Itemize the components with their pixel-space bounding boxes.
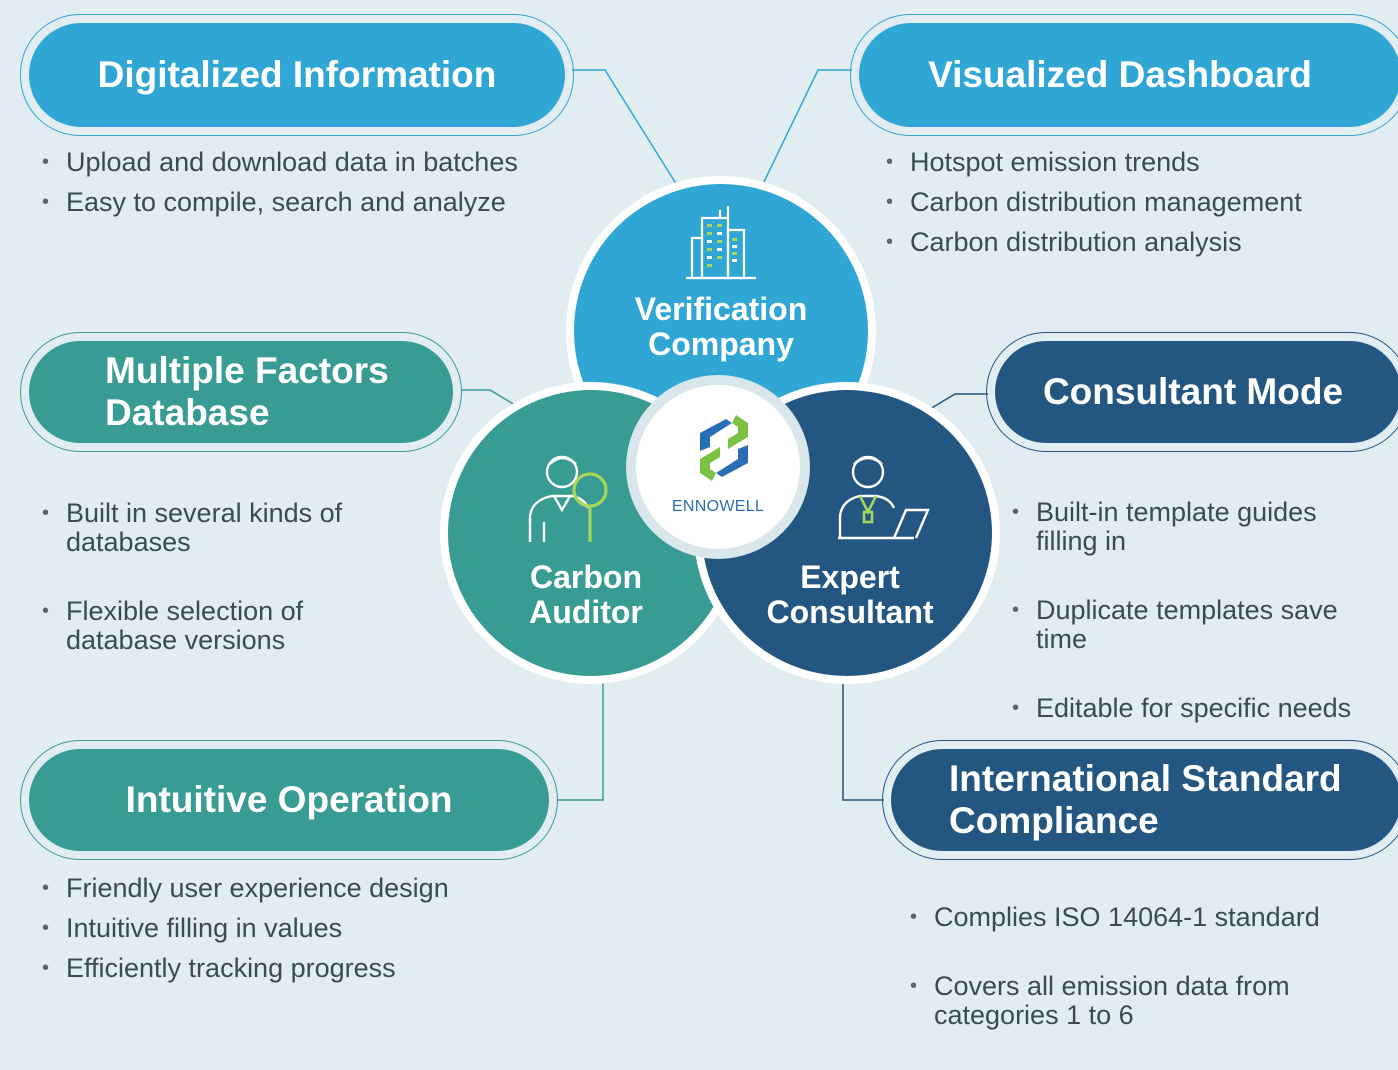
consultant-mode-title: Consultant Mode bbox=[1042, 371, 1344, 412]
bullet-item: Easy to compile, search and analyze bbox=[42, 188, 518, 218]
digitalized-information-pill: Digitalized Information bbox=[20, 14, 574, 136]
bullet-item: Editable for specific needs bbox=[1012, 694, 1351, 724]
magnifier-person-icon bbox=[528, 455, 608, 542]
bullet-item: Intuitive filling in values bbox=[42, 914, 449, 944]
multiple-factors-bullets: Built in several kinds of databases Flex… bbox=[42, 470, 342, 695]
bullet-item: Friendly user experience design bbox=[42, 874, 449, 904]
international-standard-pill: International Standard Compliance bbox=[882, 740, 1398, 860]
building-icon bbox=[686, 206, 756, 280]
laptop-person-icon bbox=[838, 455, 930, 540]
ennowell-logo-text: ENNOWELL bbox=[671, 498, 765, 515]
multiple-factors-title: Multiple Factors Database bbox=[105, 350, 389, 433]
bullet-item: Upload and download data in batches bbox=[42, 148, 518, 178]
international-standard-title: International Standard Compliance bbox=[949, 758, 1342, 841]
connector-intuitive bbox=[558, 676, 604, 801]
visualized-dashboard-pill: Visualized Dashboard bbox=[850, 14, 1398, 136]
ennowell-logo-icon bbox=[700, 415, 748, 481]
digitalized-information-bullets: Upload and download data in batches Easy… bbox=[42, 148, 518, 228]
visualized-dashboard-title: Visualized Dashboard bbox=[928, 54, 1312, 95]
verification-company-label: Verification Company bbox=[634, 291, 808, 362]
ennowell-logo-badge: ENNOWELL bbox=[626, 375, 810, 559]
visualized-dashboard-bullets: Hotspot emission trends Carbon distribut… bbox=[886, 148, 1302, 268]
intuitive-operation-pill: Intuitive Operation bbox=[20, 740, 558, 860]
carbon-auditor-label: Carbon Auditor bbox=[529, 559, 643, 630]
international-standard-bullets: Complies ISO 14064-1 standard Covers all… bbox=[910, 874, 1320, 1070]
expert-consultant-label: Expert Consultant bbox=[766, 559, 934, 630]
connector-dashboard bbox=[761, 69, 852, 187]
bullet-item: Covers all emission data from categories… bbox=[910, 972, 1320, 1030]
consultant-mode-bullets: Built-in template guides filling in Dupl… bbox=[1012, 469, 1351, 763]
intuitive-operation-title: Intuitive Operation bbox=[125, 779, 453, 820]
bullet-item: Carbon distribution management bbox=[886, 188, 1302, 218]
bullet-item: Hotspot emission trends bbox=[886, 148, 1302, 178]
multiple-factors-pill: Multiple Factors Database bbox=[20, 332, 462, 452]
bullet-item: Built-in template guides filling in bbox=[1012, 498, 1351, 556]
intuitive-operation-bullets: Friendly user experience design Intuitiv… bbox=[42, 874, 449, 994]
consultant-mode-pill: Consultant Mode bbox=[986, 332, 1398, 452]
bullet-item: Complies ISO 14064-1 standard bbox=[910, 903, 1320, 933]
bullet-item: Efficiently tracking progress bbox=[42, 954, 449, 984]
connector-standard bbox=[842, 676, 884, 801]
bullet-item: Built in several kinds of databases bbox=[42, 499, 342, 557]
bullet-item: Duplicate templates save time bbox=[1012, 596, 1351, 654]
bullet-item: Carbon distribution analysis bbox=[886, 228, 1302, 258]
digitalized-information-title: Digitalized Information bbox=[97, 54, 497, 95]
bullet-item: Flexible selection of database versions bbox=[42, 597, 342, 655]
connector-lines bbox=[462, 69, 988, 801]
connector-digitalized bbox=[572, 69, 681, 191]
